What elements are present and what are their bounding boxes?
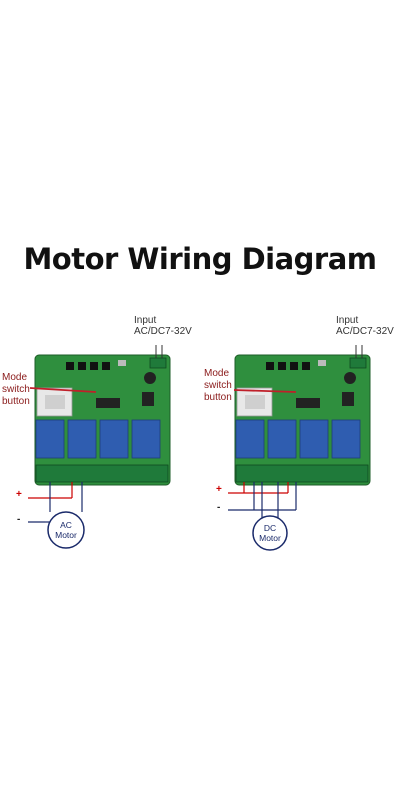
motor-type-label: AC: [60, 520, 72, 530]
dc-board-illustration: [228, 345, 371, 551]
motor-type-label: DC: [263, 523, 277, 533]
input-voltage-label: AC/DC7-32V: [134, 326, 192, 337]
input-label: Input: [336, 315, 359, 326]
page-title: Motor Wiring Diagram: [23, 242, 377, 276]
positive-sign: +: [16, 489, 22, 500]
dc-motor-wiring-diagram: Input AC/DC7-32V Mode switch button + - …: [200, 300, 400, 560]
motor-label: Motor: [55, 530, 77, 540]
ac-board-illustration: [28, 345, 171, 549]
positive-sign: +: [216, 484, 222, 495]
input-label: Input: [134, 315, 157, 326]
ac-motor-wiring-diagram: Input AC/DC7-32V Mode switch button + - …: [0, 300, 200, 560]
motor-label: Motor: [259, 533, 281, 543]
input-voltage-label: AC/DC7-32V: [336, 326, 394, 337]
mode-label-line2: switch: [2, 384, 30, 395]
negative-sign: -: [17, 514, 21, 525]
mode-label-line1: Mode: [204, 368, 230, 379]
mode-label-line1: Mode: [2, 372, 28, 383]
negative-sign: -: [217, 502, 221, 513]
mode-label-line3: button: [204, 392, 232, 403]
mode-label-line2: switch: [204, 380, 232, 391]
mode-label-line3: button: [2, 396, 30, 407]
